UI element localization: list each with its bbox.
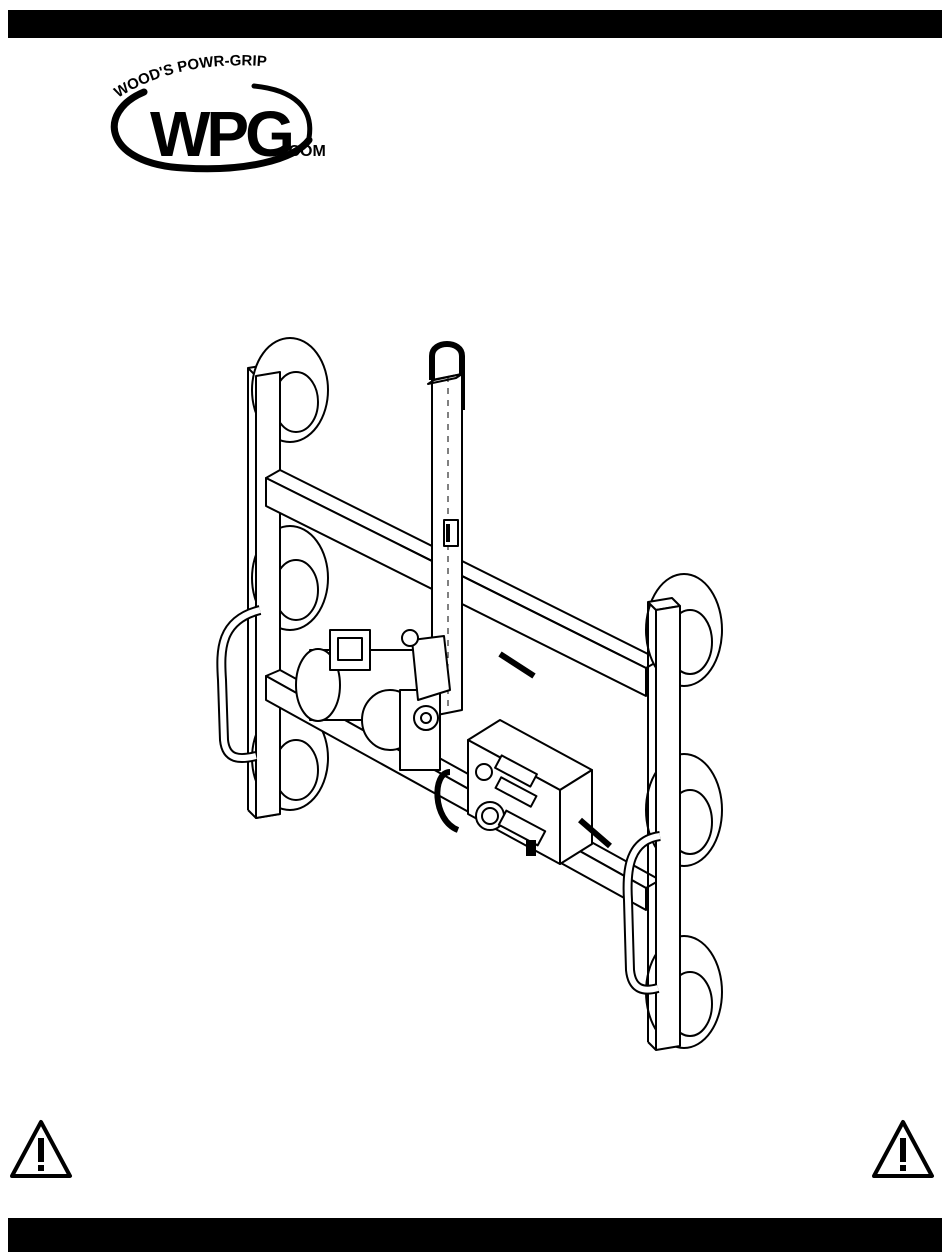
right-frame-bar	[646, 574, 722, 1050]
header-bar	[8, 10, 942, 38]
logo-mark: WPG	[150, 98, 291, 170]
logo-suffix: .COM	[284, 143, 326, 160]
left-suction-pads	[252, 338, 328, 818]
vacuum-lifter-drawing	[200, 320, 760, 1060]
footer-bar	[8, 1218, 942, 1252]
logo-graphic: WOOD'S POWR-GRIP WPG .COM	[104, 52, 336, 176]
control-box	[437, 654, 610, 864]
warning-triangle-icon	[8, 1118, 74, 1180]
wpg-logo: WOOD'S POWR-GRIP WPG .COM	[104, 52, 336, 176]
warning-triangle-icon	[870, 1118, 936, 1180]
